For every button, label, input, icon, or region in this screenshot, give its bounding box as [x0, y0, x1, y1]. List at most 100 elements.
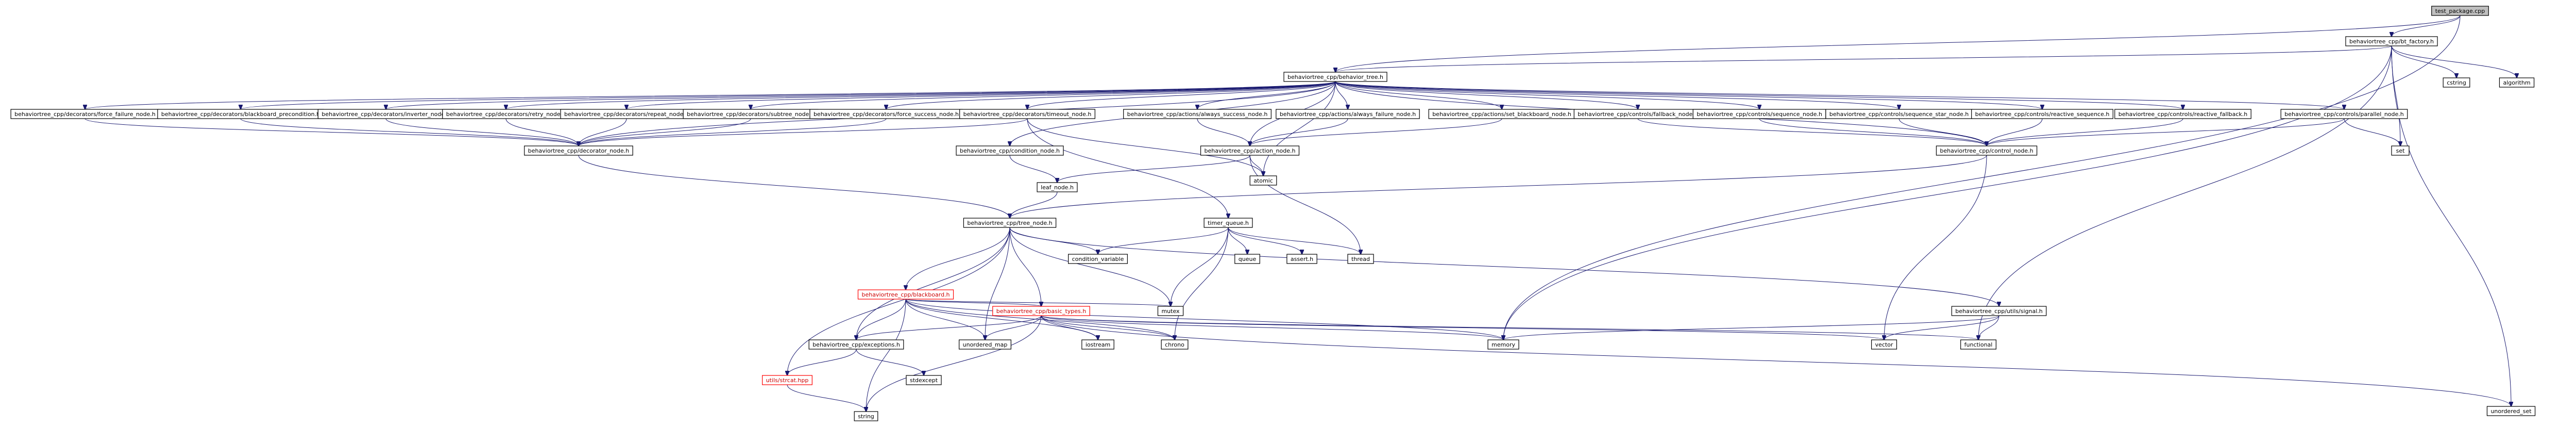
edge-bt-factory-to-functional	[1978, 45, 2392, 340]
graph-node-dec-force-success[interactable]: behaviortree_cpp/decorators/force_succes…	[809, 109, 963, 119]
graph-node-assert[interactable]: assert.h	[1286, 254, 1317, 264]
node-box	[1068, 254, 1128, 264]
graph-node-signal[interactable]: behaviortree_cpp/utils/signal.h	[1951, 306, 2047, 316]
graph-node-behavior-tree[interactable]: behaviortree_cpp/behavior_tree.h	[1283, 72, 1387, 82]
graph-node-chrono[interactable]: chrono	[1161, 339, 1189, 350]
node-label: timer_queue.h	[1208, 220, 1249, 226]
edge-dec-subtree-to-decorator-node	[579, 118, 751, 146]
graph-node-ctl-parallel[interactable]: behaviortree_cpp/controls/parallel_node.…	[2280, 109, 2408, 119]
edge-tree-node-to-strcat	[787, 227, 1010, 375]
graph-node-algorithm[interactable]: algorithm	[2499, 77, 2535, 88]
node-label: behaviortree_cpp/actions/always_failure_…	[1280, 111, 1416, 118]
graph-node-ctl-reactive-sequence[interactable]: behaviortree_cpp/controls/reactive_seque…	[1971, 109, 2113, 119]
graph-node-control-node[interactable]: behaviortree_cpp/control_node.h	[1936, 145, 2038, 156]
graph-node-cstring[interactable]: cstring	[2443, 77, 2470, 88]
edge-timer-queue-to-mutex	[1171, 227, 1229, 306]
node-box	[1157, 306, 1184, 316]
graph-node-blackboard[interactable]: behaviortree_cpp/blackboard.h	[857, 289, 954, 300]
node-box	[1936, 145, 2038, 156]
node-box	[1200, 145, 1300, 156]
edge-basic-types-to-unordered-map	[985, 315, 1042, 340]
edge-blackboard-to-mutex	[905, 299, 1171, 306]
edge-basic-types-to-iostream	[1041, 315, 1098, 340]
graph-node-act-always-success[interactable]: behaviortree_cpp/actions/always_success_…	[1123, 109, 1272, 119]
graph-node-condition-variable[interactable]: condition_variable	[1068, 254, 1128, 264]
node-label: vector	[1875, 341, 1893, 348]
graph-node-thread[interactable]: thread	[1347, 254, 1374, 264]
graph-node-ctl-fallback[interactable]: behaviortree_cpp/controls/fallback_node.…	[1573, 109, 1702, 119]
graph-node-queue[interactable]: queue	[1234, 254, 1260, 264]
graph-node-dec-repeat[interactable]: behaviortree_cpp/decorators/repeat_node.…	[560, 109, 693, 119]
graph-node-ctl-sequence-star[interactable]: behaviortree_cpp/controls/sequence_star_…	[1825, 109, 1973, 119]
edge-blackboard-to-unordered-map	[905, 299, 985, 340]
node-box	[2443, 77, 2470, 88]
node-label: behaviortree_cpp/control_node.h	[1940, 147, 2033, 154]
node-label: memory	[1492, 341, 1515, 348]
graph-node-exceptions[interactable]: behaviortree_cpp/exceptions.h	[808, 339, 904, 350]
node-label: behaviortree_cpp/decorators/retry_node.h	[446, 111, 566, 118]
edge-ctl-parallel-to-control-node	[1987, 118, 2345, 146]
graph-node-root[interactable]: test_package.cpp	[2431, 6, 2489, 16]
edge-bt-factory-to-memory	[1503, 45, 2392, 340]
node-label: behaviortree_cpp/controls/sequence_star_…	[1829, 111, 1969, 118]
edge-ctl-reactive-sequence-to-control-node	[1987, 118, 2043, 146]
graph-node-iostream[interactable]: iostream	[1081, 339, 1114, 350]
graph-node-mutex[interactable]: mutex	[1157, 306, 1184, 316]
edge-dec-timeout-to-timer-queue	[1027, 118, 1228, 218]
node-label: unordered_map	[963, 341, 1008, 348]
node-box	[2345, 36, 2438, 46]
graph-node-tree-node[interactable]: behaviortree_cpp/tree_node.h	[963, 218, 1057, 228]
edge-blackboard-to-basic-types	[905, 299, 1041, 306]
graph-node-string[interactable]: string	[854, 411, 878, 421]
graph-node-unordered-set[interactable]: unordered_set	[2486, 406, 2536, 416]
node-label: behaviortree_cpp/bt_factory.h	[2349, 38, 2434, 45]
graph-node-stdexcept[interactable]: stdexcept	[906, 375, 942, 385]
graph-node-ctl-sequence[interactable]: behaviortree_cpp/controls/sequence_node.…	[1692, 109, 1826, 119]
graph-node-ctl-reactive-fallback[interactable]: behaviortree_cpp/controls/reactive_fallb…	[2114, 109, 2251, 119]
edge-action-node-to-atomic	[1249, 155, 1263, 176]
graph-node-dec-timeout[interactable]: behaviortree_cpp/decorators/timeout_node…	[959, 109, 1095, 119]
node-label: functional	[1964, 341, 1993, 348]
edge-bt-factory-to-unordered-set	[2391, 45, 2511, 406]
graph-node-condition-node[interactable]: behaviortree_cpp/condition_node.h	[956, 145, 1064, 156]
node-box	[1037, 182, 1078, 192]
graph-node-basic-types[interactable]: behaviortree_cpp/basic_types.h	[992, 306, 1090, 316]
node-label: test_package.cpp	[2435, 8, 2485, 14]
graph-node-action-node[interactable]: behaviortree_cpp/action_node.h	[1200, 145, 1300, 156]
edge-dec-timeout-to-decorator-node	[579, 118, 1028, 146]
graph-node-decorator-node[interactable]: behaviortree_cpp/decorator_node.h	[524, 145, 633, 156]
node-label: utils/strcat.hpp	[766, 377, 809, 384]
edge-bt-factory-to-algorithm	[2391, 45, 2517, 78]
graph-node-strcat[interactable]: utils/strcat.hpp	[762, 375, 812, 385]
edge-action-node-to-thread	[1249, 155, 1361, 254]
graph-node-dec-subtree[interactable]: behaviortree_cpp/decorators/subtree_node…	[683, 109, 819, 119]
node-label: behaviortree_cpp/decorators/subtree_node…	[687, 111, 815, 118]
edge-root-to-behavior-tree	[1335, 15, 2461, 72]
graph-node-vector[interactable]: vector	[1871, 339, 1897, 350]
graph-node-memory[interactable]: memory	[1487, 339, 1519, 350]
node-box	[2114, 109, 2251, 119]
graph-node-dec-retry[interactable]: behaviortree_cpp/decorators/retry_node.h	[442, 109, 570, 119]
node-box	[1204, 218, 1253, 228]
edge-tree-node-to-basic-types	[1009, 227, 1041, 306]
node-box	[1276, 109, 1420, 119]
graph-node-dec-blackboard-precondition[interactable]: behaviortree_cpp/decorators/blackboard_p…	[157, 109, 324, 119]
graph-node-functional[interactable]: functional	[1960, 339, 1996, 350]
graph-node-dec-inverter[interactable]: behaviortree_cpp/decorators/inverter_nod…	[317, 109, 454, 119]
node-box	[2486, 406, 2536, 416]
graph-node-bt-factory[interactable]: behaviortree_cpp/bt_factory.h	[2345, 36, 2438, 46]
graph-node-leaf-node[interactable]: leaf_node.h	[1037, 182, 1078, 192]
graph-node-timer-queue[interactable]: timer_queue.h	[1204, 218, 1253, 228]
graph-node-act-set-blackboard[interactable]: behaviortree_cpp/actions/set_blackboard_…	[1428, 109, 1575, 119]
graph-node-act-always-failure[interactable]: behaviortree_cpp/actions/always_failure_…	[1276, 109, 1420, 119]
graph-node-atomic[interactable]: atomic	[1249, 175, 1277, 186]
edge-ctl-fallback-to-control-node	[1637, 118, 1987, 146]
graph-node-dec-force-failure[interactable]: behaviortree_cpp/decorators/force_failur…	[10, 109, 160, 119]
edge-behavior-tree-to-ctl-sequence-star	[1335, 81, 1899, 109]
graph-node-set[interactable]: set	[2391, 145, 2410, 156]
edge-bt-factory-to-behavior-tree	[1335, 45, 2392, 72]
graph-node-unordered-map[interactable]: unordered_map	[959, 339, 1011, 350]
node-box	[1951, 306, 2047, 316]
node-box	[2431, 6, 2489, 16]
